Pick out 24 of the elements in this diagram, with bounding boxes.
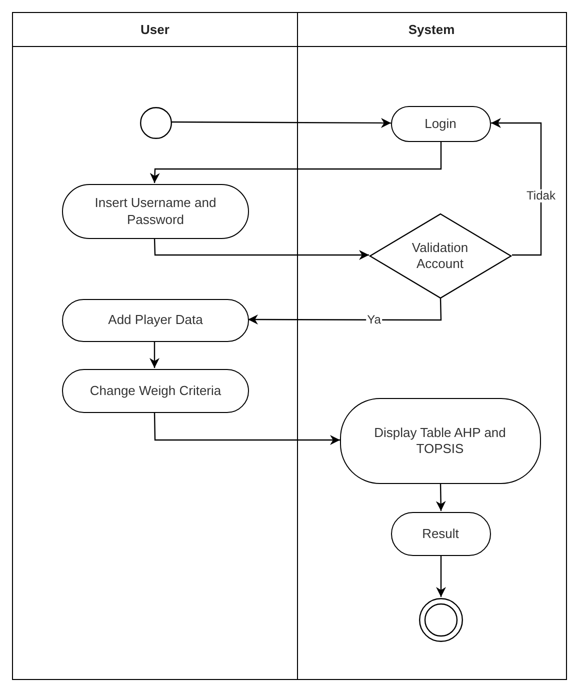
arrow [436,482,446,512]
decision-diamond: Validation Account [368,213,512,299]
arrow [150,141,442,184]
start-node [140,107,172,139]
swimlane [12,12,298,680]
lane-header: User [13,13,297,47]
arrow [150,341,160,368]
arrow [248,298,442,325]
arrow [171,118,391,128]
activity-box: Display Table AHP and TOPSIS [340,398,540,484]
activity-box: Login [390,106,490,142]
edge-label: Tidak [526,189,556,203]
activity-box: Result [390,512,490,556]
arrow [154,238,369,260]
lane-header: System [298,13,566,47]
arrow [491,118,542,256]
arrow [436,555,446,597]
edge-label: Ya [366,313,382,327]
activity-box: Insert Username and Password [62,184,249,239]
swimlane [296,12,566,680]
end-node [418,598,462,642]
arrow [154,412,340,445]
activity-box: Change Weigh Criteria [62,369,249,413]
activity-box: Add Player Data [62,299,249,342]
